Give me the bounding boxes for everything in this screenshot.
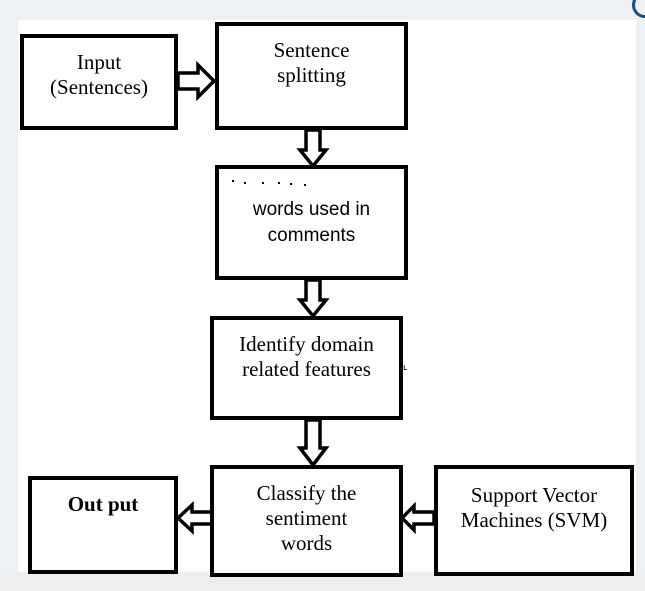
node-svm-label: Support Vector Machines (SVM): [460, 483, 608, 532]
scan-artifact-dots: [232, 178, 312, 186]
node-output-label: Out put: [67, 492, 139, 516]
bottom-strip: [0, 572, 645, 591]
node-identify-features-label: Identify domain related features: [239, 332, 374, 381]
node-input: Input (Sentences): [20, 34, 178, 130]
node-words-used: words used in comments: [215, 165, 408, 280]
node-classify: Classify the sentiment words: [210, 465, 403, 577]
node-input-label: Input (Sentences): [50, 50, 148, 99]
node-words-used-label: words used in comments: [252, 199, 371, 246]
node-output: Out put: [28, 476, 178, 574]
node-svm: Support Vector Machines (SVM): [434, 465, 634, 576]
node-sentence-splitting: Sentence splitting: [215, 22, 408, 130]
node-classify-label: Classify the sentiment words: [256, 481, 357, 555]
node-identify-features: Identify domain related features: [210, 316, 403, 420]
scan-artifact-mark: ւ: [403, 362, 407, 372]
corner-badge-icon: [632, 0, 645, 18]
node-sentence-splitting-label: Sentence splitting: [273, 38, 350, 87]
